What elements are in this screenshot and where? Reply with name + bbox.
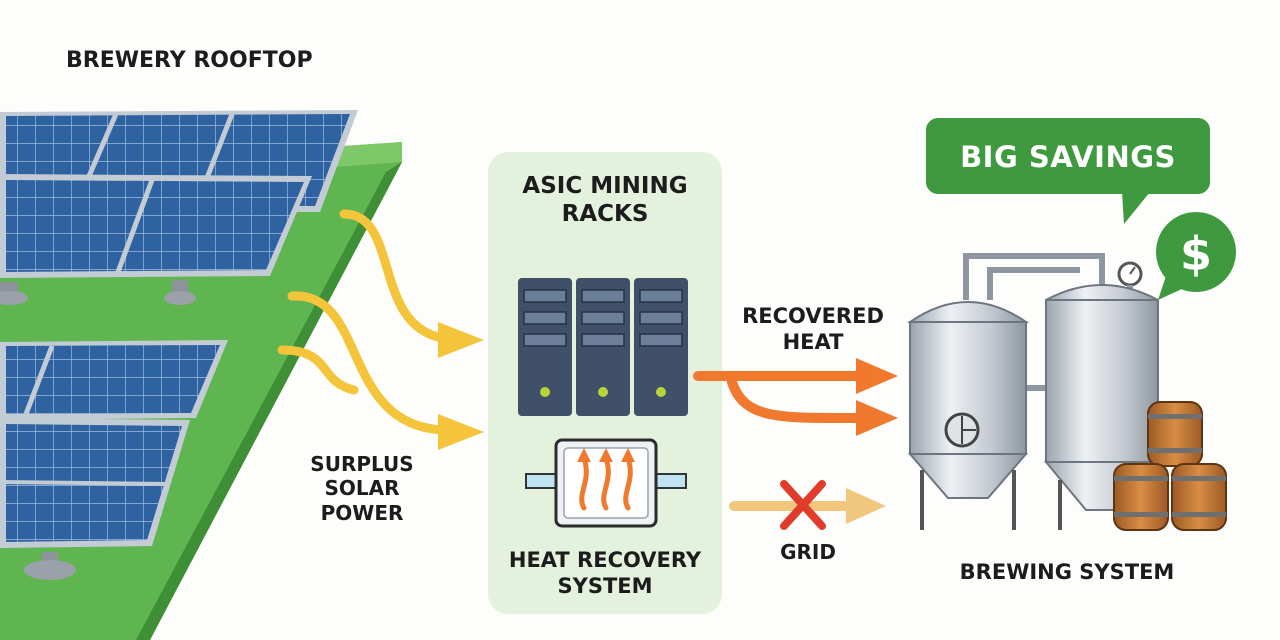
solar-panel	[0, 340, 228, 420]
grid-label: GRID	[780, 540, 836, 564]
barrel	[1113, 463, 1169, 531]
arrow-head	[856, 358, 898, 436]
heat-wave-icon	[579, 455, 633, 511]
recovered-heat-label: RECOVERED HEAT	[742, 304, 884, 354]
big-savings-label: BIG SAVINGS	[960, 140, 1176, 174]
arrow-head	[438, 322, 484, 450]
solar-panel	[0, 418, 190, 580]
fermentation-tank	[1043, 284, 1161, 530]
barrel	[1171, 463, 1227, 531]
recovered-heat-arrow	[693, 371, 867, 424]
solar-panel	[0, 174, 312, 305]
rooftop-title: BREWERY ROOFTOP	[66, 48, 313, 73]
brewing-system-title: BREWING SYSTEM	[959, 560, 1175, 584]
asic-rack	[518, 278, 572, 416]
asic-rack	[576, 278, 630, 416]
solar-power-arrow	[277, 209, 447, 435]
asic-rack	[634, 278, 688, 416]
heat-recovery-title: HEAT RECOVERY SYSTEM	[508, 548, 702, 598]
savings-bubble	[926, 118, 1210, 224]
grid-arrow	[729, 488, 886, 524]
dollar-icon: $	[1156, 212, 1236, 300]
dollar-sign: $	[1180, 227, 1212, 281]
pressure-gauge-icon	[1117, 261, 1143, 295]
brew-kettle	[906, 301, 1030, 530]
surplus-solar-label: SURPLUS SOLAR POWER	[310, 452, 414, 525]
asic-racks-title: ASIC MINING RACKS	[522, 173, 688, 228]
barrel	[1147, 401, 1203, 467]
cross-icon	[780, 480, 826, 530]
